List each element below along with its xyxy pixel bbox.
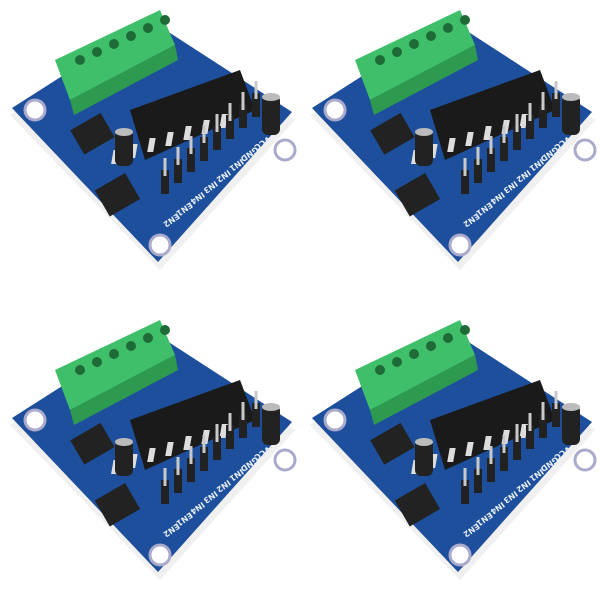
capacitor xyxy=(415,93,580,166)
mount-hole xyxy=(23,408,47,432)
mount-hole xyxy=(323,408,347,432)
mount-hole xyxy=(448,233,472,257)
mount-hole xyxy=(273,448,297,472)
mount-hole xyxy=(148,543,172,567)
mount-hole xyxy=(23,98,47,122)
regulator xyxy=(370,422,415,465)
mount-hole xyxy=(573,138,597,162)
ic-chip xyxy=(411,70,555,164)
mount-hole xyxy=(323,98,347,122)
screw-terminal xyxy=(355,10,478,115)
pin-header xyxy=(94,81,260,217)
screw-terminal xyxy=(55,10,178,115)
regulator xyxy=(370,112,415,155)
screw-terminal xyxy=(355,320,478,425)
capacitor xyxy=(415,403,580,476)
capacitor xyxy=(115,403,280,476)
pin-header xyxy=(94,391,260,527)
regulator xyxy=(70,112,115,155)
mount-hole xyxy=(148,233,172,257)
ic-chip xyxy=(111,380,255,474)
mount-hole xyxy=(573,448,597,472)
screw-terminal xyxy=(55,320,178,425)
capacitor xyxy=(115,93,280,166)
mount-hole xyxy=(273,138,297,162)
mount-hole xyxy=(448,543,472,567)
pin-header xyxy=(394,81,560,217)
pin-header xyxy=(394,391,560,527)
regulator xyxy=(70,422,115,465)
